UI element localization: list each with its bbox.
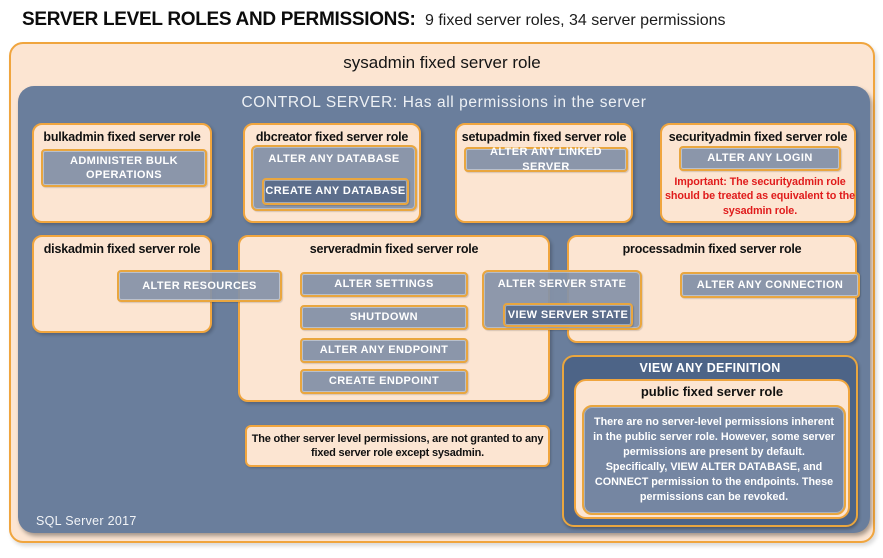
- permission-administer-bulk-operations: ADMINISTER BULK OPERATIONS: [41, 149, 207, 187]
- permission-alter-server-state: ALTER SERVER STATE: [497, 278, 627, 290]
- permission-view-any-definition-group: VIEW ANY DEFINITION public fixed server …: [562, 355, 858, 527]
- public-role-description: There are no server-level permissions in…: [582, 405, 846, 515]
- permission-alter-any-linked-server: ALTER ANY LINKED SERVER: [464, 146, 628, 173]
- permission-view-any-definition: VIEW ANY DEFINITION: [639, 361, 781, 375]
- control-server-label: CONTROL SERVER: Has all permissions in t…: [241, 94, 647, 111]
- dbcreator-role-box: dbcreator fixed server role ALTER ANY DA…: [243, 123, 421, 223]
- permission-alter-any-connection: ALTER ANY CONNECTION: [680, 272, 860, 298]
- public-role-title: public fixed server role: [640, 384, 784, 399]
- diskadmin-role-title: diskadmin fixed server role: [43, 242, 201, 256]
- permission-alter-server-state-group: ALTER SERVER STATE VIEW SERVER STATE: [482, 270, 642, 330]
- page-title-subtitle: 9 fixed server roles, 34 server permissi…: [424, 12, 726, 29]
- securityadmin-warning-note: Important: The securityadmin role should…: [665, 176, 855, 217]
- permission-alter-any-login: ALTER ANY LOGIN: [679, 146, 841, 171]
- securityadmin-role-box: securityadmin fixed server role ALTER AN…: [660, 123, 856, 223]
- bulkadmin-role-title: bulkadmin fixed server role: [43, 130, 201, 144]
- permission-alter-resources: ALTER RESOURCES: [117, 270, 282, 302]
- permission-view-server-state: VIEW SERVER STATE: [503, 303, 633, 327]
- permission-alter-any-database-group: ALTER ANY DATABASE CREATE ANY DATABASE: [251, 145, 417, 211]
- permission-alter-any-endpoint: ALTER ANY ENDPOINT: [300, 338, 468, 363]
- securityadmin-role-title: securityadmin fixed server role: [668, 130, 848, 144]
- serveradmin-role-title: serveradmin fixed server role: [309, 242, 479, 256]
- permission-alter-settings: ALTER SETTINGS: [300, 272, 468, 297]
- control-server-box: CONTROL SERVER: Has all permissions in t…: [18, 86, 870, 533]
- other-permissions-note: The other server level permissions, are …: [245, 425, 550, 467]
- permission-shutdown: SHUTDOWN: [300, 305, 468, 330]
- permission-alter-any-database: ALTER ANY DATABASE: [268, 153, 400, 165]
- serveradmin-role-box: serveradmin fixed server role ALTER SETT…: [238, 235, 550, 402]
- page-title: SERVER LEVEL ROLES AND PERMISSIONS: 9 fi…: [22, 9, 726, 31]
- sysadmin-role-label: sysadmin fixed server role: [343, 53, 541, 72]
- dbcreator-role-title: dbcreator fixed server role: [255, 130, 409, 144]
- page-title-main: SERVER LEVEL ROLES AND PERMISSIONS:: [22, 9, 416, 30]
- permission-create-any-database: CREATE ANY DATABASE: [262, 178, 409, 205]
- setupadmin-role-box: setupadmin fixed server role ALTER ANY L…: [455, 123, 633, 223]
- permission-create-endpoint: CREATE ENDPOINT: [300, 369, 468, 394]
- bulkadmin-role-box: bulkadmin fixed server role ADMINISTER B…: [32, 123, 212, 223]
- setupadmin-role-title: setupadmin fixed server role: [461, 130, 627, 144]
- sql-server-version-label: SQL Server 2017: [36, 514, 137, 528]
- processadmin-role-title: processadmin fixed server role: [622, 242, 802, 256]
- public-role-box: public fixed server role There are no se…: [574, 379, 850, 519]
